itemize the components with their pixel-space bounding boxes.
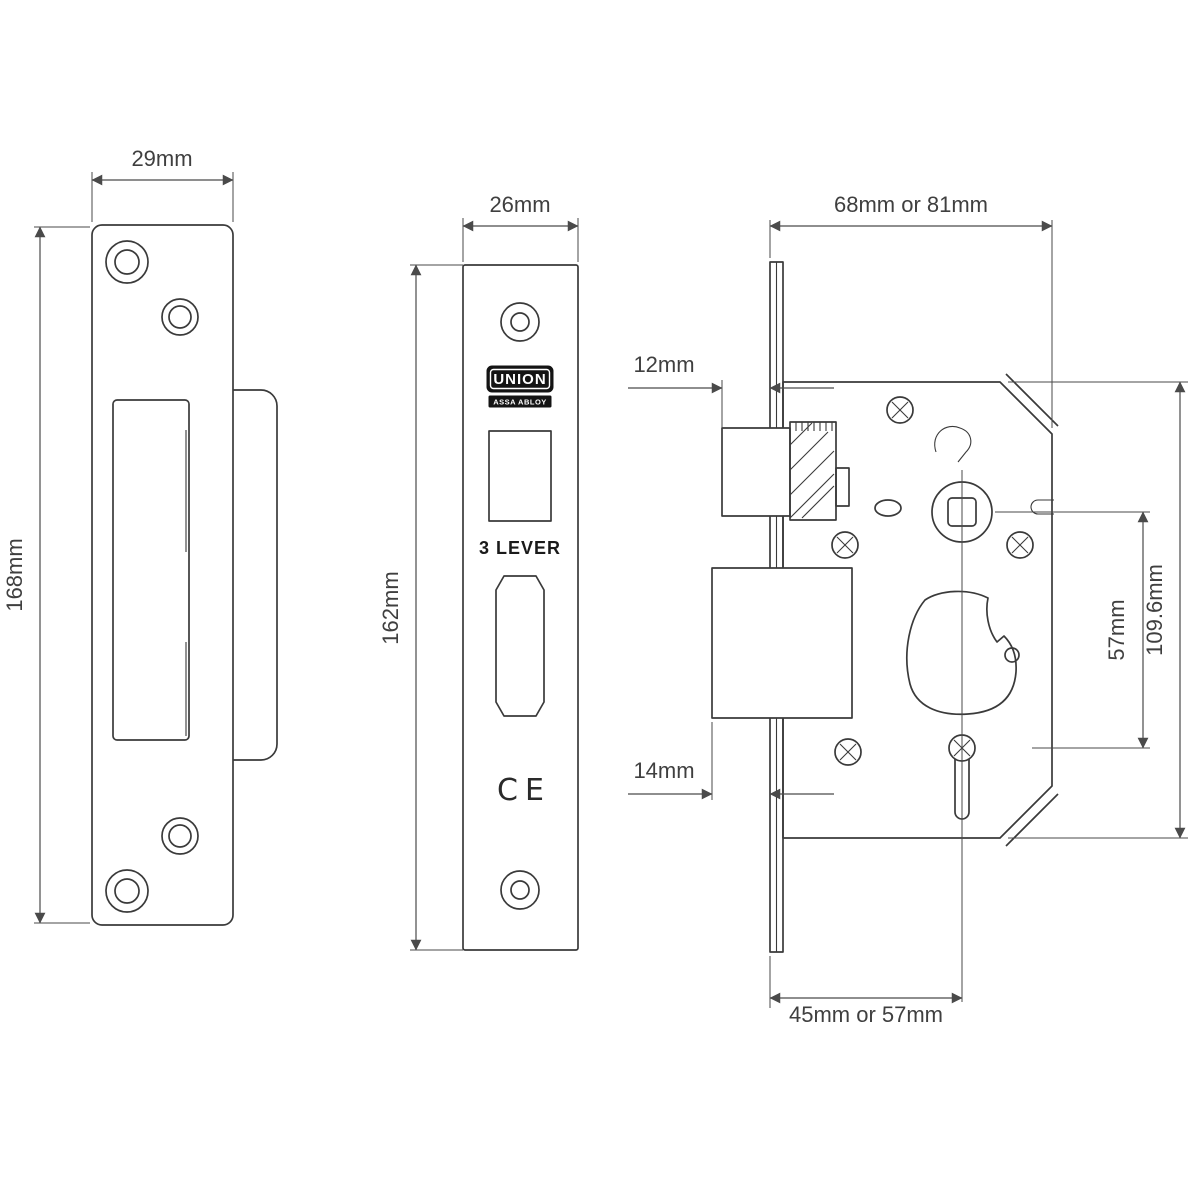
screw-hole xyxy=(161,817,199,855)
case-screw xyxy=(831,531,859,559)
hatch-line xyxy=(801,485,835,519)
screw-hole-inner xyxy=(168,824,192,848)
screw-cross xyxy=(891,401,909,419)
strike-height-label: 168mm xyxy=(2,538,27,611)
latch-projection-label: 12mm xyxy=(633,352,694,377)
faceplate-height-label: 162mm xyxy=(378,571,403,644)
lever-pivot xyxy=(1004,647,1020,663)
union-logo-border xyxy=(489,368,551,390)
screw-hole xyxy=(500,302,540,342)
latch-hatching xyxy=(789,422,835,519)
deadbolt xyxy=(711,567,853,719)
screw-hole-inner xyxy=(510,312,530,332)
strike-plate-flange xyxy=(233,389,278,761)
case-screw xyxy=(834,738,862,766)
deadbolt-cutout xyxy=(495,575,545,717)
strike-cutout xyxy=(112,399,190,741)
case-corner-chamfer xyxy=(1005,373,1059,427)
case-height-label: 109.6mm xyxy=(1142,564,1167,656)
spindle-keyhole-label: 57mm xyxy=(1104,599,1129,660)
screw-cross xyxy=(836,536,854,554)
screw-hole xyxy=(105,869,149,913)
fixing-hole-oval xyxy=(874,499,902,517)
case-screw xyxy=(1006,531,1034,559)
latch-tail-block xyxy=(789,421,837,521)
latch-cutout xyxy=(488,430,552,522)
screw-hole xyxy=(500,870,540,910)
strike-plate-dimensions: 29mm 168mm xyxy=(2,146,234,924)
spring-curl xyxy=(934,426,972,463)
hatch-line xyxy=(789,431,829,471)
screw-hole-inner xyxy=(114,878,140,904)
screw-head xyxy=(886,396,914,424)
backset-label: 45mm or 57mm xyxy=(789,1002,943,1027)
ce-mark: CE xyxy=(497,773,551,808)
lock-body-view xyxy=(711,261,1059,1002)
faceplate-body xyxy=(462,264,579,951)
case-corner-chamfer xyxy=(1005,793,1059,847)
assa-abloy-text: ASSA ABLOY xyxy=(493,398,547,407)
case-depth-label: 68mm or 81mm xyxy=(834,192,988,217)
screw-hole-inner xyxy=(168,305,192,329)
faceplate-dimensions: 26mm 162mm xyxy=(378,192,579,951)
faceplate-view: UNION ASSA ABLOY 3 LEVER CE xyxy=(462,264,579,951)
latch-teeth xyxy=(795,422,833,431)
hatch-line xyxy=(789,450,835,496)
screw-cross xyxy=(839,743,857,761)
faceplate-width-label: 26mm xyxy=(489,192,550,217)
union-logo xyxy=(486,365,554,393)
strike-plate-view xyxy=(91,224,278,926)
screw-hole xyxy=(161,298,199,336)
screw-head xyxy=(831,531,859,559)
union-logo-text: UNION xyxy=(493,371,546,388)
lever-count-label: 3 LEVER xyxy=(479,538,561,558)
hatch-line xyxy=(789,473,835,519)
screw-hole-inner xyxy=(510,880,530,900)
bolt-projection-label: 14mm xyxy=(633,758,694,783)
lever-pack xyxy=(906,590,1017,716)
hatch-line xyxy=(789,422,813,446)
case-edge-slot xyxy=(1030,499,1054,515)
screw-hole xyxy=(105,240,149,284)
lock-body-dimensions: 68mm or 81mm 12mm 14mm 57mm 109.6mm 45mm… xyxy=(628,192,1188,1027)
latch-bolt xyxy=(721,427,791,517)
screw-cross xyxy=(1011,536,1029,554)
assa-abloy-bar xyxy=(488,395,552,408)
lock-case xyxy=(782,381,1053,839)
screw-hole-inner xyxy=(114,249,140,275)
strike-width-label: 29mm xyxy=(131,146,192,171)
case-screw xyxy=(886,396,914,424)
latch-detail-block xyxy=(835,467,850,507)
screw-head xyxy=(1006,531,1034,559)
screw-head xyxy=(834,738,862,766)
